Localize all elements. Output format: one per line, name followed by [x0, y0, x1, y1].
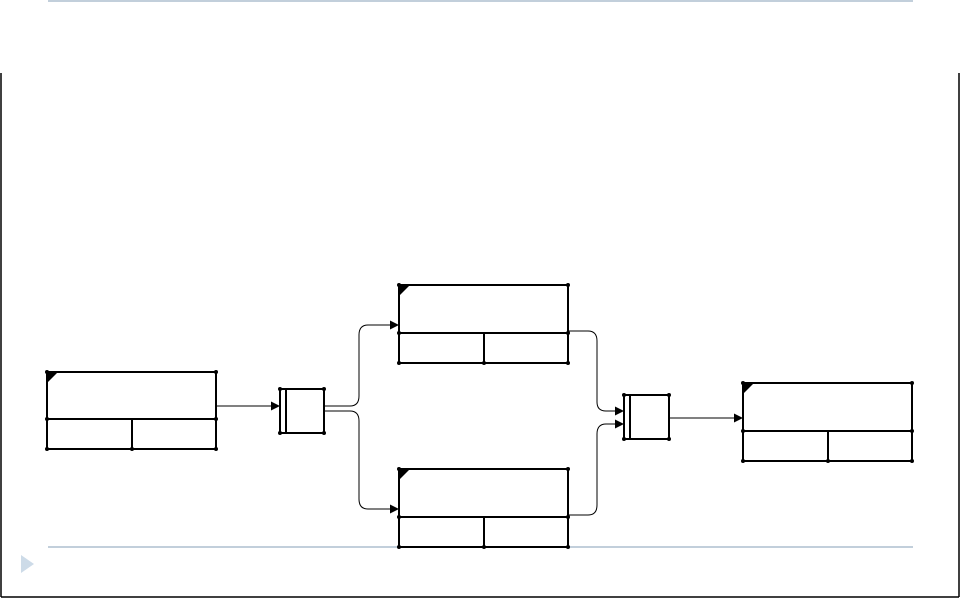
- corner-dot: [278, 387, 282, 391]
- corner-dot: [45, 447, 49, 451]
- corner-dot: [622, 437, 626, 441]
- corner-dot: [482, 361, 486, 365]
- corner-dot: [741, 459, 745, 463]
- corner-dot: [397, 331, 401, 335]
- corner-dot: [667, 393, 671, 397]
- corner-dot: [278, 431, 282, 435]
- corner-dot: [322, 431, 326, 435]
- corner-dot: [826, 459, 830, 463]
- corner-dot: [45, 370, 49, 374]
- corner-dot: [566, 361, 570, 365]
- corner-dot: [566, 467, 570, 471]
- lower-activity-box: [397, 467, 570, 549]
- corner-dot: [667, 437, 671, 441]
- merge-junction: [622, 393, 671, 441]
- corner-dot: [322, 387, 326, 391]
- corner-dot: [622, 393, 626, 397]
- corner-marker: [743, 383, 754, 394]
- corner-dot: [397, 283, 401, 287]
- corner-dot: [397, 545, 401, 549]
- corner-dot: [45, 417, 49, 421]
- corner-dot: [910, 459, 914, 463]
- connector-split-to-lower: [324, 410, 399, 514]
- corner-dot: [214, 447, 218, 451]
- corner-dot: [566, 515, 570, 519]
- connector-split-to-upper: [324, 320, 399, 407]
- corner-dot: [482, 545, 486, 549]
- corner-dot: [214, 370, 218, 374]
- corner-dot: [214, 417, 218, 421]
- corner-dot: [130, 447, 134, 451]
- junction-frame: [623, 394, 670, 440]
- connector-lower-to-merge: [568, 419, 624, 516]
- corner-dot: [741, 429, 745, 433]
- corner-dot: [397, 361, 401, 365]
- start-activity-box: [45, 370, 218, 451]
- upper-activity-box: [397, 283, 570, 365]
- corner-dot: [397, 467, 401, 471]
- corner-dot: [910, 381, 914, 385]
- corner-marker: [399, 469, 410, 480]
- corner-dot: [566, 545, 570, 549]
- corner-dot: [566, 283, 570, 287]
- corner-marker: [47, 372, 58, 383]
- end-activity-box: [741, 381, 914, 463]
- corner-dot: [566, 331, 570, 335]
- right-pointing-triangle-icon: [21, 555, 34, 573]
- corner-dot: [397, 515, 401, 519]
- corner-marker: [399, 285, 410, 296]
- connector-upper-to-merge: [568, 330, 624, 416]
- corner-dot: [741, 381, 745, 385]
- corner-dot: [910, 429, 914, 433]
- split-junction: [278, 387, 326, 435]
